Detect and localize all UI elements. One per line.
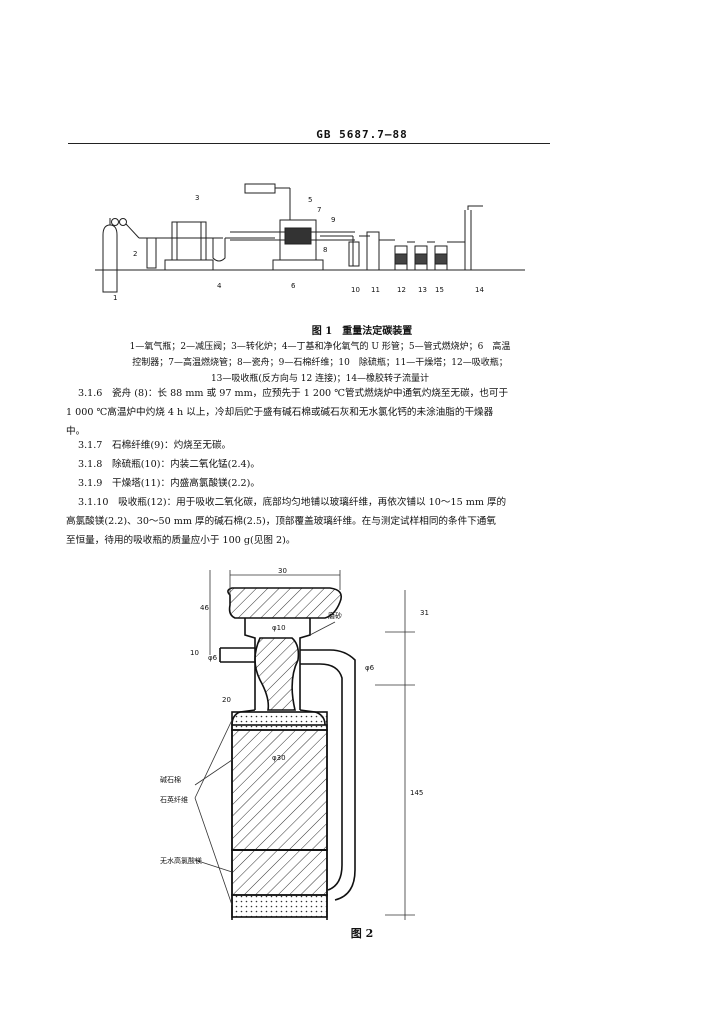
paragraph-3-1-10: 3.1.10 吸收瓶(12)：用于吸收二氧化碳，底部均匀地铺以玻璃纤维，再依次铺… bbox=[66, 493, 550, 550]
clause-number: 3.1.8 bbox=[78, 459, 103, 470]
label-perchlorate: 无水高氯酸镁 bbox=[160, 856, 202, 865]
paragraph-line: 干燥塔(11)：内盛高氯酸镁(2.2)。 bbox=[112, 478, 260, 489]
paragraph-3-1-9: 3.1.9 干燥塔(11)：内盛高氯酸镁(2.2)。 bbox=[66, 474, 550, 493]
callout: 13 bbox=[418, 286, 427, 294]
paragraph-line: 中。 bbox=[66, 426, 86, 437]
callout: 7 bbox=[317, 206, 321, 214]
callout: 8 bbox=[323, 246, 327, 254]
callout: 15 bbox=[435, 286, 444, 294]
dimension-left-mid: 10 bbox=[190, 649, 199, 657]
oxygen-cylinder bbox=[102, 224, 118, 293]
clause-number: 3.1.9 bbox=[78, 478, 103, 489]
paragraph-line: 瓷舟 (8)：长 88 mm 或 97 mm，应预先于 1 200 ℃管式燃烧炉… bbox=[112, 388, 509, 399]
callout: 9 bbox=[331, 216, 335, 224]
dimension-left-lower: 20 bbox=[222, 696, 231, 704]
label-ground-joint: 磨砂 bbox=[328, 611, 342, 620]
perchlorate-layer bbox=[231, 849, 328, 896]
clause-number: 3.1.7 bbox=[78, 440, 103, 451]
paragraph-3-1-7: 3.1.7 石棉纤维(9)：灼烧至无碳。 bbox=[66, 436, 550, 455]
paragraph-line: 1 000 ℃高温炉中灼烧 4 h 以上，冷却后贮于盛有碱石棉或碱石灰和无水氯化… bbox=[66, 407, 494, 418]
stopper-cap bbox=[227, 587, 343, 619]
figure-1-legend-line: 控制器；7—高温燃烧管；8—瓷舟；9—石棉纤维；10 除硫瓶；11—干燥塔；12… bbox=[132, 358, 508, 368]
figure-2-caption: 图 2 bbox=[350, 927, 374, 940]
paragraph-line: 吸收瓶(12)：用于吸收二氧化碳，底部均匀地铺以玻璃纤维，再依次铺以 10～15… bbox=[118, 497, 507, 508]
dimension-left-top: 46 bbox=[200, 604, 209, 612]
figure-1-legend-line: 13—吸收瓶(反方向与 12 连接)；14—橡胶转子流量计 bbox=[210, 374, 430, 384]
callout: 10 bbox=[351, 286, 360, 294]
callout: 14 bbox=[475, 286, 484, 294]
label-soda-asbestos: 碱石棉 bbox=[160, 775, 181, 784]
stopper-plug bbox=[254, 637, 300, 711]
dimension-top-width: 30 bbox=[278, 567, 287, 575]
paragraph-line: 高氯酸镁(2.2)、30～50 mm 厚的碱石棉(2.5)，顶部覆盖玻璃纤维。在… bbox=[66, 516, 496, 527]
clause-number: 3.1.10 bbox=[78, 497, 109, 508]
callout: 5 bbox=[308, 196, 312, 204]
figure-1-caption: 图 1 重量法定碳装置 bbox=[311, 326, 413, 337]
paragraph-line: 除硫瓶(10)：内装二氧化锰(2.4)。 bbox=[112, 459, 260, 470]
callout: 3 bbox=[195, 194, 199, 202]
figure-1-apparatus: 1 3 5 7 4 6 8 10 11 12 13 15 14 2 9 bbox=[95, 183, 525, 302]
bottom-glass-fiber bbox=[231, 894, 328, 918]
figure-1-legend-line: 1—氧气瓶；2—减压阀；3—转化炉；4—丁基和净化氧气的 U 形管；5—管式燃烧… bbox=[129, 342, 511, 352]
top-glass-fiber bbox=[231, 711, 328, 731]
paragraph-3-1-6: 3.1.6 瓷舟 (8)：长 88 mm 或 97 mm，应预先于 1 200 … bbox=[66, 384, 550, 441]
label-glass-fiber: 石英纤维 bbox=[160, 795, 188, 804]
paragraph-line: 至恒量，待用的吸收瓶的质量应小于 100 g(见图 2)。 bbox=[66, 535, 296, 546]
dimension-right-outlet: φ6 bbox=[365, 664, 375, 672]
paragraph-3-1-8: 3.1.8 除硫瓶(10)：内装二氧化锰(2.4)。 bbox=[66, 455, 550, 474]
callout: 12 bbox=[397, 286, 406, 294]
callout: 6 bbox=[291, 282, 296, 290]
callout: 2 bbox=[133, 250, 137, 258]
callout: 1 bbox=[113, 294, 117, 302]
clause-number: 3.1.6 bbox=[78, 388, 103, 399]
dimension-right-height: 145 bbox=[410, 789, 423, 797]
figure-2-absorption-bottle: 30 46 φ10 10 φ6 20 φ6 31 φ30 145 磨砂 碱石棉 … bbox=[160, 567, 429, 920]
dimension-body: φ30 bbox=[272, 754, 286, 762]
standard-code: GB 5687.7—88 bbox=[316, 128, 408, 141]
header-rule bbox=[68, 143, 550, 144]
paragraph-line: 石棉纤维(9)：灼烧至无碳。 bbox=[112, 440, 232, 451]
dimension-left-inlet: φ6 bbox=[208, 654, 218, 662]
dimension-right-top: 31 bbox=[420, 609, 429, 617]
soda-asbestos-layer bbox=[231, 729, 328, 851]
callout: 11 bbox=[371, 286, 380, 294]
dimension-bore: φ10 bbox=[272, 624, 286, 632]
callout: 4 bbox=[217, 282, 222, 290]
